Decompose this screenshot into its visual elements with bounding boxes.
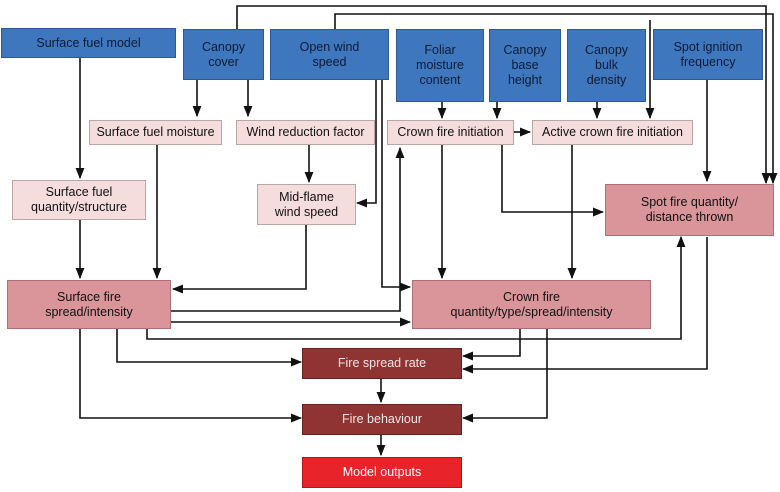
- node-crown-fire-initiation: Crown fire initiation: [387, 120, 514, 145]
- node-surface-fuel-model: Surface fuel model: [1, 28, 176, 58]
- node-crown-fire-quantity: Crown fire quantity/type/spread/intensit…: [412, 280, 651, 329]
- arrow-crowninit-to-spot: [501, 144, 605, 217]
- node-active-crown-fire-initiation: Active crown fire initiation: [532, 120, 693, 145]
- arrow-openwind-to-crownfire: [381, 80, 412, 292]
- arrow-surface-to-spreadrate: [116, 329, 303, 367]
- node-fire-behaviour: Fire behaviour: [302, 404, 462, 435]
- node-mid-flame-wind-speed: Mid-flame wind speed: [257, 184, 356, 225]
- node-wind-reduction-factor: Wind reduction factor: [236, 120, 375, 145]
- node-fire-spread-rate: Fire spread rate: [302, 348, 462, 379]
- arrow-crownfire-to-behaviour: [461, 329, 548, 423]
- arrow-surface-to-behaviour: [79, 329, 303, 423]
- node-canopy-bulk-density: Canopy bulk density: [567, 29, 646, 102]
- node-surface-fuel-moisture: Surface fuel moisture: [89, 120, 222, 145]
- node-surface-fuel-quantity: Surface fuel quantity/structure: [12, 180, 146, 220]
- node-foliar-moisture-content: Foliar moisture content: [396, 29, 484, 102]
- arrow-openwind-to-midflame: [355, 80, 377, 208]
- node-open-wind-speed: Open wind speed: [270, 29, 389, 80]
- arrow-midflame-to-surface: [171, 225, 307, 294]
- node-spot-ignition-frequency: Spot ignition frequency: [653, 29, 763, 80]
- node-canopy-base-height: Canopy base height: [489, 29, 561, 102]
- arrow-surface-to-spot: [146, 235, 686, 340]
- arrow-canopy-top-to-spot: [236, 5, 771, 185]
- node-canopy-cover: Canopy cover: [183, 29, 264, 80]
- node-surface-fire-spread: Surface fire spread/intensity: [7, 280, 171, 329]
- arrow-crownfire-to-spreadrate: [461, 329, 521, 361]
- node-model-outputs: Model outputs: [302, 457, 462, 488]
- node-spot-fire-quantity: Spot fire quantity/ distance thrown: [605, 184, 774, 236]
- arrow-spot-to-spreadrate: [461, 237, 708, 374]
- arrow-surface-to-crowninit: [171, 146, 405, 312]
- arrow-openwind-top-to-spot: [334, 13, 778, 185]
